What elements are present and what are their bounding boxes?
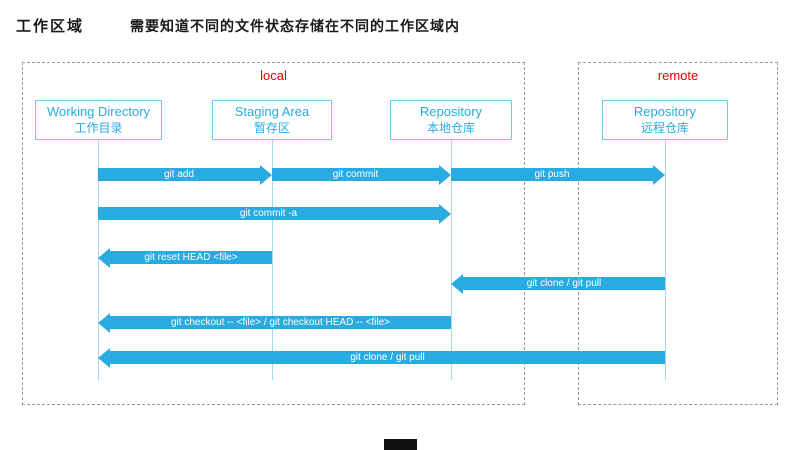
lifeline-repository-local — [451, 140, 452, 380]
arrow-git-clone-pull-to-wd-label: git clone / git pull — [350, 352, 425, 363]
node-repository-local-zh: 本地仓库 — [426, 120, 475, 135]
arrow-git-add-label: git add — [163, 169, 195, 180]
node-staging-area: Staging Area 暂存区 — [212, 100, 332, 140]
arrow-git-clone-pull-to-wd: git clone / git pull — [110, 351, 665, 364]
playback-marker — [384, 439, 417, 450]
arrow-git-commit: git commit — [272, 168, 439, 181]
lifeline-staging-area — [272, 140, 273, 380]
arrow-git-reset-head-label: git reset HEAD <file> — [144, 252, 238, 263]
arrow-git-clone-pull-to-local: git clone / git pull — [463, 277, 665, 290]
node-staging-area-en: Staging Area — [234, 104, 310, 120]
node-repository-local: Repository 本地仓库 — [390, 100, 512, 140]
remote-group-label: remote — [657, 68, 699, 83]
arrow-git-push-label: git push — [534, 169, 570, 180]
arrow-git-add: git add — [98, 168, 260, 181]
node-staging-area-zh: 暂存区 — [253, 120, 290, 135]
page-title: 工作区域 — [16, 18, 85, 35]
node-repository-remote-zh: 远程仓库 — [640, 120, 689, 135]
page-subtitle: 需要知道不同的文件状态存储在不同的工作区域内 — [130, 18, 460, 34]
local-group-label: local — [260, 68, 287, 83]
arrow-git-reset-head: git reset HEAD <file> — [110, 251, 272, 264]
remote-group-box: remote — [578, 62, 778, 405]
node-working-directory: Working Directory 工作目录 — [35, 100, 162, 140]
node-repository-local-en: Repository — [419, 104, 483, 120]
arrow-git-commit-a-label: git commit -a — [239, 208, 298, 219]
arrow-git-clone-pull-to-local-label: git clone / git pull — [526, 278, 602, 289]
node-working-directory-en: Working Directory — [46, 104, 151, 120]
node-working-directory-zh: 工作目录 — [74, 120, 123, 135]
arrow-git-checkout-label: git checkout -- <file> / git checkout HE… — [171, 317, 390, 328]
node-repository-remote: Repository 远程仓库 — [602, 100, 728, 140]
arrow-git-commit-a: git commit -a — [98, 207, 439, 220]
node-repository-remote-en: Repository — [633, 104, 697, 120]
arrow-git-commit-label: git commit — [332, 169, 379, 180]
arrow-git-push: git push — [451, 168, 653, 181]
local-group-box: local — [22, 62, 525, 405]
arrow-git-checkout: git checkout -- <file> / git checkout HE… — [110, 316, 451, 329]
lifeline-repository-remote — [665, 140, 666, 380]
